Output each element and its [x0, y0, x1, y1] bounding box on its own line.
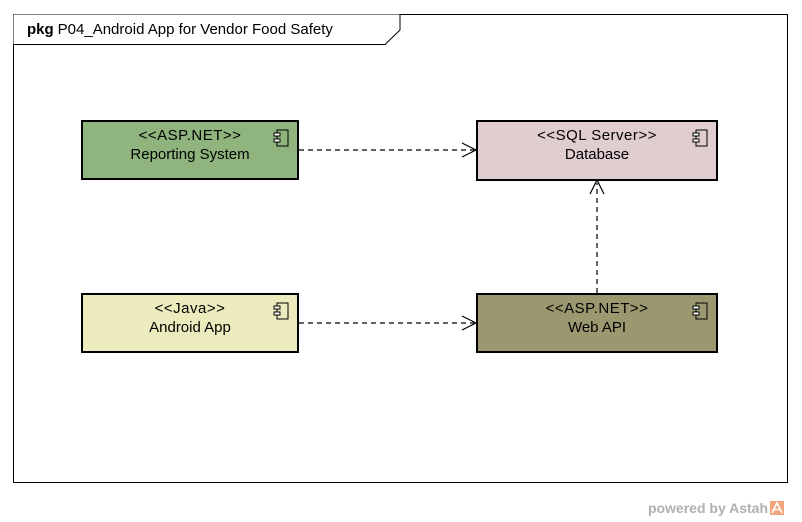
- component-stereotype: <<Java>>: [154, 300, 226, 317]
- component-android-app[interactable]: <<Java>> Android App: [81, 293, 299, 353]
- package-keyword: pkg: [27, 21, 54, 38]
- watermark-text: powered by Astah: [647, 500, 768, 516]
- component-name: Android App: [149, 319, 231, 336]
- package-tab: [13, 14, 401, 45]
- component-icon: [692, 302, 708, 320]
- astah-watermark: powered by Astah: [648, 500, 784, 516]
- astah-logo-icon: [770, 501, 784, 515]
- component-stereotype: <<SQL Server>>: [537, 127, 657, 144]
- component-name: Reporting System: [130, 146, 250, 163]
- component-stereotype: <<ASP.NET>>: [138, 127, 242, 144]
- component-name: Database: [564, 146, 630, 163]
- component-web-api[interactable]: <<ASP.NET>> Web API: [476, 293, 718, 353]
- component-stereotype: <<ASP.NET>>: [545, 300, 649, 317]
- package-frame: [13, 14, 788, 483]
- component-icon: [692, 129, 708, 147]
- component-icon: [273, 129, 289, 147]
- component-name: Web API: [567, 319, 627, 336]
- component-icon: [273, 302, 289, 320]
- package-name: P04_Android App for Vendor Food Safety: [57, 21, 333, 38]
- component-database[interactable]: <<SQL Server>> Database: [476, 120, 718, 181]
- component-reporting-system[interactable]: <<ASP.NET>> Reporting System: [81, 120, 299, 180]
